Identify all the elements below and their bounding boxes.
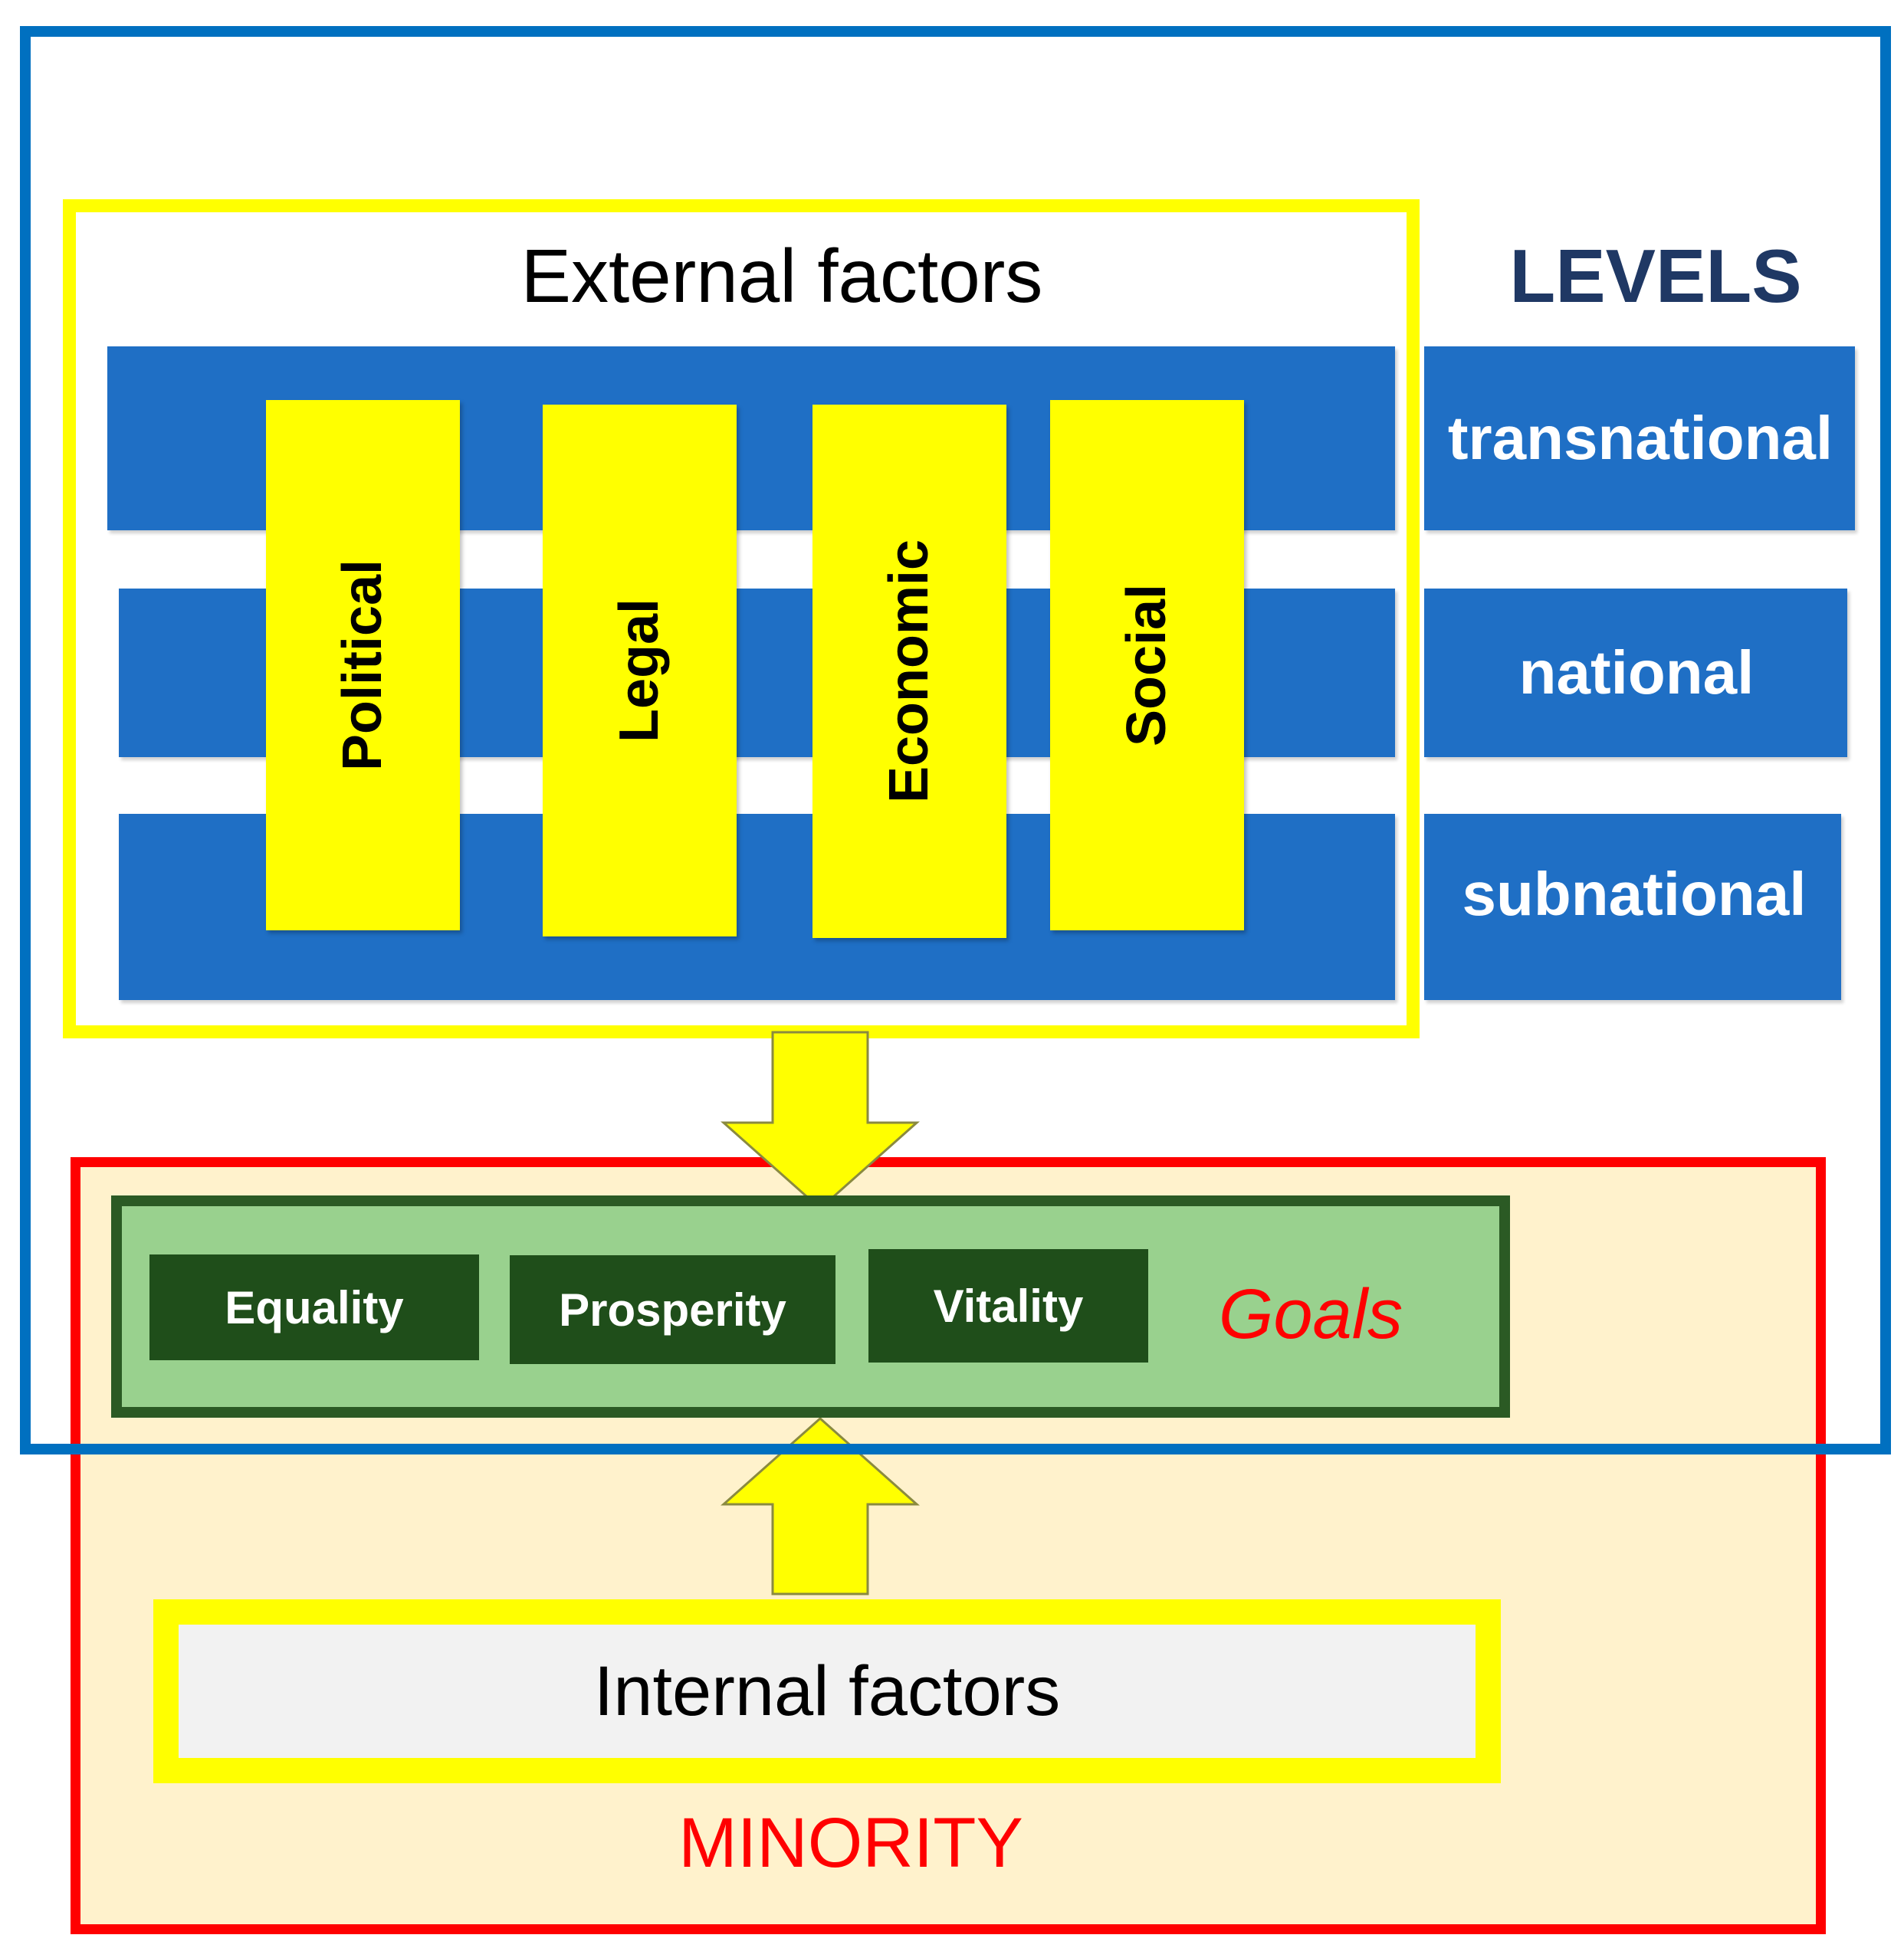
goal-prosperity: Prosperity xyxy=(510,1255,835,1364)
levels-frame xyxy=(20,26,1891,1454)
factor-political: Political xyxy=(266,400,460,930)
minority-label: MINORITY xyxy=(678,1803,1023,1882)
up-arrow-icon xyxy=(721,1416,920,1595)
band-transnational-right xyxy=(1424,346,1855,530)
level-label-national: national xyxy=(1518,638,1755,707)
goals-label: Goals xyxy=(1218,1274,1403,1353)
level-label-transnational: transnational xyxy=(1447,404,1833,472)
factor-legal: Legal xyxy=(543,405,737,936)
factor-social: Social xyxy=(1050,400,1244,930)
external-factors-frame xyxy=(63,199,1420,1038)
internal-factors-label: Internal factors xyxy=(593,1651,1061,1730)
goal-equality: Equality xyxy=(149,1254,479,1360)
down-arrow-icon xyxy=(721,1031,920,1211)
external-factors-title: External factors xyxy=(520,233,1043,318)
factor-economic: Economic xyxy=(812,405,1006,938)
level-label-subnational: subnational xyxy=(1462,860,1807,928)
goal-vitality: Vitality xyxy=(868,1249,1148,1363)
levels-title: LEVELS xyxy=(1509,233,1802,318)
internal-factors-box: Internal factors xyxy=(153,1599,1501,1783)
band-national-right xyxy=(1424,589,1847,757)
band-subnational-right xyxy=(1424,814,1841,1000)
